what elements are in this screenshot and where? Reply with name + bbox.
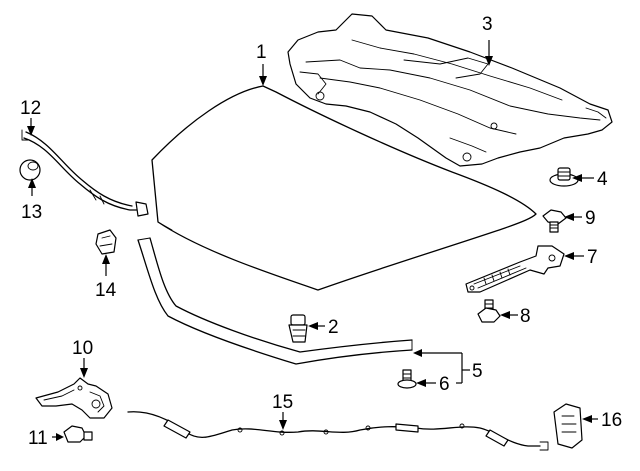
callout-14: 14: [95, 280, 117, 301]
callout-10: 10: [72, 338, 93, 359]
callout-9: 9: [585, 208, 596, 229]
callout-1: 1: [256, 42, 267, 63]
callout-13: 13: [21, 202, 42, 223]
callout-5: 5: [472, 361, 483, 382]
hood-latch: [35, 377, 113, 419]
bumper-stop: [288, 314, 308, 343]
callout-3: 3: [482, 14, 493, 35]
callout-11: 11: [28, 428, 48, 449]
bolt-8: [477, 299, 501, 323]
hood-seal: [137, 237, 413, 365]
grommet-13: [19, 159, 41, 181]
callout-6: 6: [439, 374, 450, 395]
callout-4: 4: [597, 169, 608, 190]
hood-rod: [21, 129, 149, 217]
callout-labels: 1 3 4 9 7 8 2 5 6 10 11 12 13 14 15 16: [20, 14, 622, 449]
hood-hinge: [465, 245, 565, 293]
callout-7: 7: [587, 247, 598, 268]
hood-insulator: [287, 13, 613, 167]
release-cable: [127, 411, 549, 451]
release-handle: [553, 403, 583, 449]
callout-8: 8: [520, 306, 531, 327]
callout-16: 16: [601, 410, 622, 431]
callout-2: 2: [328, 317, 339, 338]
bolt-11: [63, 425, 93, 443]
hood-panel: [151, 85, 537, 291]
clip-14: [95, 229, 117, 255]
bolt-9: [542, 209, 567, 233]
callout-15: 15: [272, 392, 293, 413]
bumper-stud: [397, 369, 417, 389]
insulator-clip: [549, 167, 579, 187]
callout-12: 12: [20, 98, 41, 119]
callout-leaders: [27, 40, 598, 441]
